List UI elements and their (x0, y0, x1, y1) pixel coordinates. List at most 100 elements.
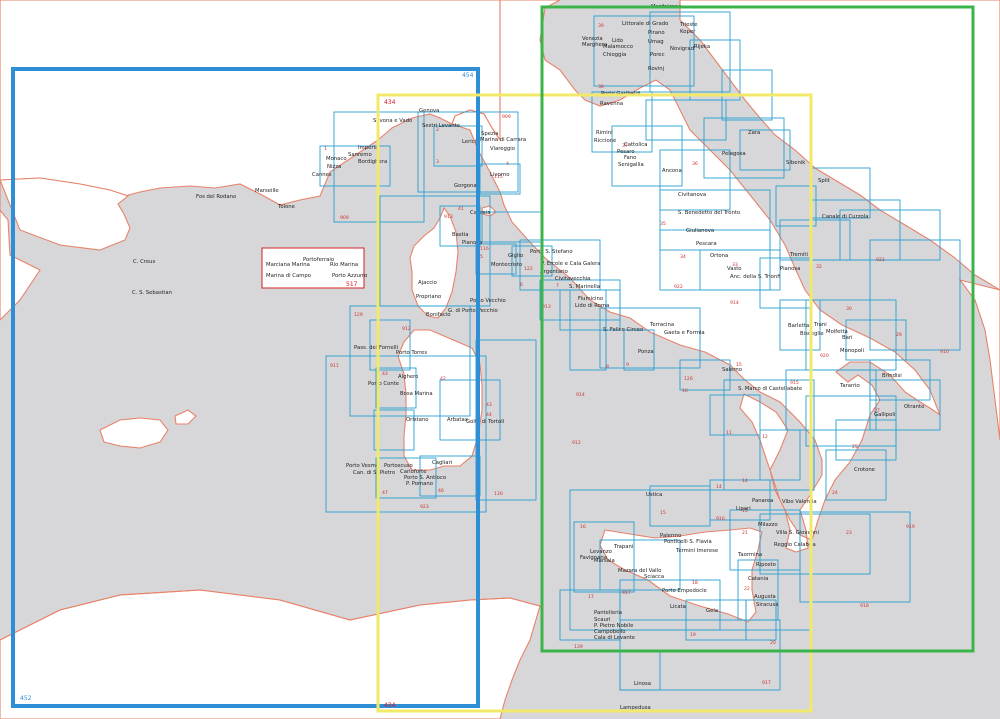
place-label: Gaeta e Formia (664, 330, 705, 336)
place-label: Porec (650, 52, 665, 58)
chart-outline[interactable] (593, 15, 695, 87)
place-label: Lido (612, 38, 623, 44)
chart-outline[interactable] (349, 305, 471, 417)
chart-outline[interactable] (619, 619, 781, 691)
place-label: Cattolica (624, 142, 647, 148)
chart-outline[interactable] (739, 129, 791, 171)
place-label: Livorno (490, 172, 509, 178)
chart-outline[interactable] (825, 449, 887, 501)
place-label: Cala di Levante (594, 635, 635, 641)
chart-outline[interactable] (611, 125, 683, 187)
chart-outline[interactable] (439, 379, 501, 441)
place-label: P. Pomano (406, 481, 433, 487)
chart-number: 34 (680, 254, 686, 260)
place-label: Pianosa (780, 266, 800, 272)
sheet-blue-corner-top: 454 (462, 72, 474, 79)
chart-outline[interactable] (375, 457, 437, 499)
place-label: Bonifacio (426, 312, 450, 318)
chart-outline[interactable] (759, 429, 801, 481)
place-label: Umag (648, 39, 664, 45)
chart-outline[interactable] (433, 125, 483, 167)
chart-outline[interactable] (779, 299, 821, 351)
chart-outline[interactable] (805, 299, 897, 371)
place-label: Lerici (462, 139, 476, 145)
land-elba (481, 205, 497, 217)
place-label: Crotone (854, 467, 875, 473)
chart-number: 14 (716, 484, 722, 490)
place-label: Taranto (839, 383, 860, 389)
place-label: Bordighera (358, 159, 387, 165)
place-label: Arbatax (447, 417, 468, 423)
chart-outline[interactable] (559, 589, 621, 641)
place-label: Montecristo (491, 262, 522, 268)
place-label: Campobello (594, 629, 626, 635)
chart-outline[interactable] (573, 521, 635, 593)
place-label: Giulianova (686, 228, 714, 234)
chart-outline[interactable] (869, 379, 941, 431)
chart-number: 30 (846, 306, 852, 312)
place-label: Genova (419, 108, 439, 114)
place-label: Porto S. Stefano (530, 249, 573, 255)
sheet-frame-yellow[interactable] (376, 93, 813, 713)
place-label: Pescara (696, 241, 717, 247)
chart-outline[interactable] (659, 149, 731, 211)
chart-outline[interactable] (709, 394, 761, 436)
sheet-frame-blue[interactable] (11, 67, 480, 708)
chart-number: 915 (790, 380, 799, 386)
sheet-frame-green[interactable] (540, 5, 975, 653)
inset-label-azzurro: Porto Azzurro (332, 273, 367, 279)
place-label: Carloforte (400, 469, 426, 475)
chart-outline[interactable] (709, 479, 771, 521)
land-balkans (679, 0, 1000, 291)
place-label: Koper (680, 29, 696, 35)
elba-inset[interactable]: Portoferraio Marciana Marina Rio Marina … (261, 247, 367, 289)
place-label: Oristano (406, 417, 429, 423)
chart-outline[interactable] (373, 409, 415, 451)
chart-number: 43 (382, 371, 388, 377)
place-label: Vibo Valentia (782, 499, 817, 505)
chart-outline[interactable] (699, 249, 781, 291)
chart-outline[interactable] (799, 511, 911, 603)
chart-outline[interactable] (599, 307, 701, 369)
chart-number: 5 (480, 254, 483, 260)
place-label: S. Felice Circeo (603, 327, 643, 333)
chart-outline[interactable] (569, 289, 607, 371)
chart-outline[interactable] (417, 111, 519, 193)
land-sicily (599, 527, 763, 623)
chart-outline[interactable] (759, 513, 871, 575)
chart-outline[interactable] (599, 539, 681, 591)
place-label: Rijeka (694, 44, 710, 50)
place-label: Monopoli (840, 348, 864, 354)
chart-number: 10 (682, 388, 688, 394)
chart-outline[interactable] (591, 91, 653, 153)
chart-number: 917 (622, 590, 631, 596)
place-label: Augusta (754, 594, 776, 600)
place-label: Split (818, 178, 830, 184)
chart-outline[interactable] (839, 209, 941, 261)
place-label: Capraia (470, 210, 490, 216)
chart-outline[interactable] (369, 319, 411, 371)
chart-number: 139 (574, 644, 583, 650)
chart-outline[interactable] (375, 367, 417, 409)
chart-outline[interactable] (869, 239, 961, 351)
chart-outline[interactable] (325, 355, 487, 513)
chart-outline[interactable] (703, 117, 785, 179)
chart-outline[interactable] (511, 245, 553, 277)
place-label: Mazara del Vallo (618, 568, 661, 574)
place-label: Ravenna (600, 101, 623, 107)
chart-outline[interactable] (319, 145, 391, 187)
chart-number: 15 (660, 510, 666, 516)
chart-outline[interactable] (835, 419, 897, 461)
place-label: Catania (748, 576, 768, 582)
chart-outline[interactable] (623, 329, 655, 371)
place-label: Gela (706, 608, 718, 614)
chart-outline[interactable] (775, 185, 817, 227)
place-label: Golfo di Tortolì (466, 418, 505, 425)
chart-number: 909 (340, 215, 349, 221)
inset-label-portoferraio: Portoferraio (303, 257, 334, 263)
chart-outline[interactable] (679, 359, 731, 391)
place-label: Pantelleria (594, 610, 622, 616)
place-label: Marsala (594, 558, 615, 564)
coast-north-africa (0, 589, 541, 641)
chart-number: 25 (852, 444, 858, 450)
